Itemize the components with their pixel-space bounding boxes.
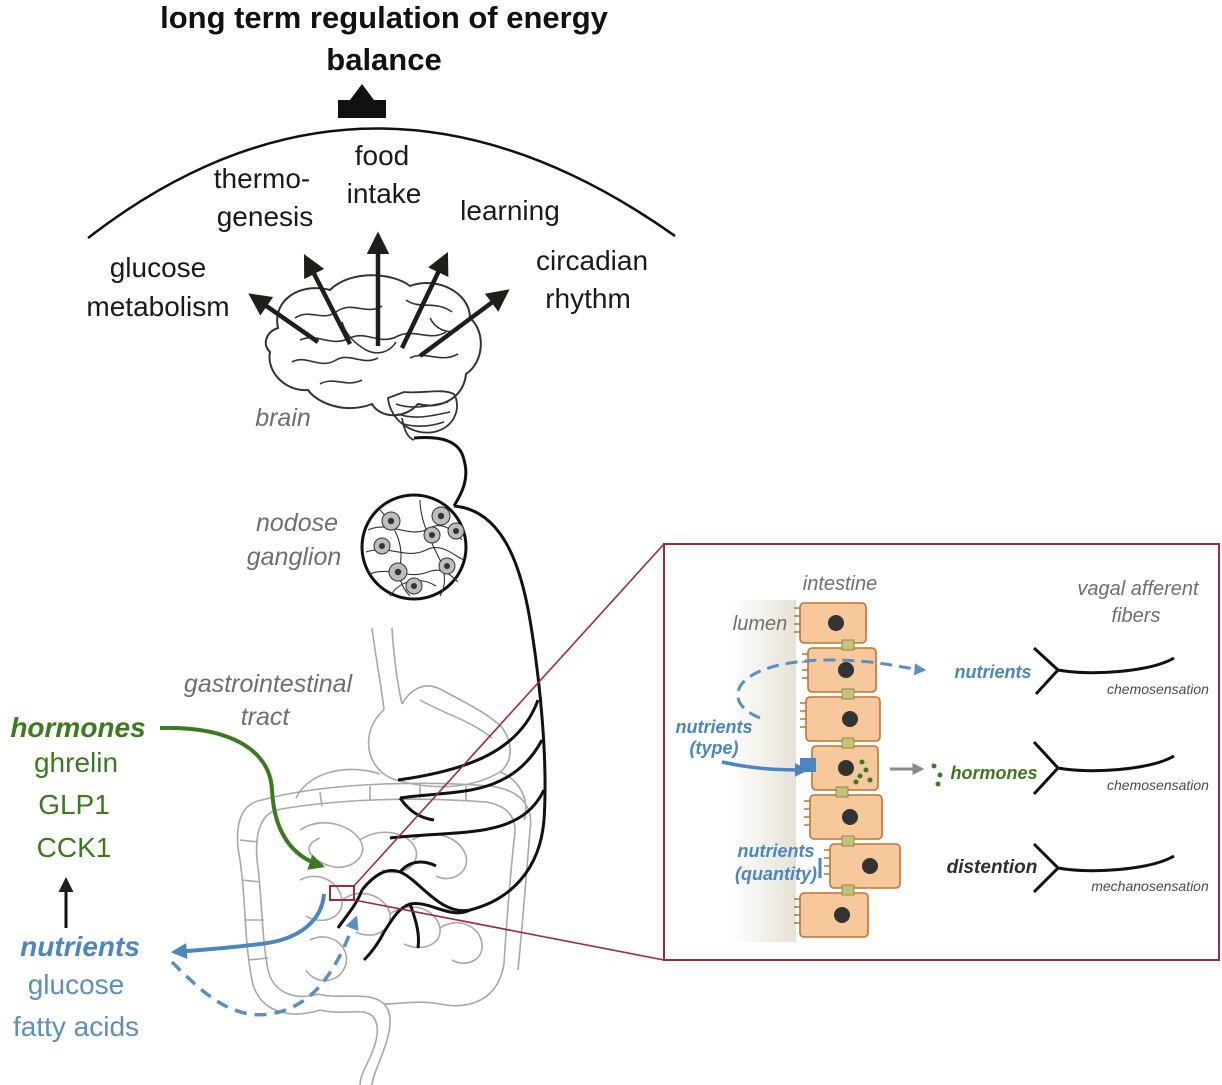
nodose-ganglion-drawing: [360, 493, 468, 601]
nodose-line-2: ganglion: [247, 543, 342, 571]
epithelial-cell: [804, 794, 883, 840]
function-glucose-metabolism: glucose metabolism: [86, 252, 229, 322]
released-hormone-granules: [931, 763, 943, 787]
nutrients-quantity-line-2: (quantity): [735, 864, 817, 884]
inset-nutrient-type-arrow: [721, 760, 809, 777]
inset-chemosensation-1: chemosensation: [1107, 681, 1209, 697]
hormones-heading: hormones: [10, 712, 145, 743]
label-brain: brain: [255, 404, 311, 432]
title-line-1: long term regulation of energy: [160, 0, 609, 35]
up-arrow: [338, 84, 386, 118]
nutrient-glucose: glucose: [28, 969, 125, 1000]
inset-signal-distention: distention: [947, 857, 1038, 878]
gi-tract-drawing: [236, 627, 532, 1085]
hormone-cck1: CCK1: [37, 832, 112, 863]
hormone-ghrelin: ghrelin: [34, 747, 118, 778]
nodose-line-1: nodose: [256, 509, 338, 537]
inset-signal-nutrients: nutrients: [954, 662, 1031, 682]
nutrients-quantity-line-1: nutrients: [737, 841, 814, 861]
circadian-rhythm-line-1: circadian: [536, 245, 648, 276]
hormones-arrow: [159, 725, 326, 870]
vagal-nerve-fibers: [336, 504, 547, 962]
label-gi-tract: gastrointestinal tract: [184, 670, 354, 731]
hormone-glp1: GLP1: [38, 789, 110, 820]
gi-line-1: gastrointestinal: [184, 670, 354, 698]
label-nodose-ganglion: nodose ganglion: [247, 509, 342, 571]
nutrients-dashed-arrow: [170, 915, 359, 1017]
brain-drawing: [264, 274, 482, 441]
epithelial-cell: [800, 696, 881, 742]
inset-label-vagal-line-2: fibers: [1112, 605, 1161, 627]
title-line-2: balance: [326, 42, 441, 77]
nutrients-type-line-2: (type): [690, 738, 739, 758]
function-learning: learning: [460, 195, 560, 226]
inset-signal-hormones: hormones: [950, 763, 1037, 783]
inset-label-lumen: lumen: [733, 613, 787, 635]
glucose-metabolism-line-2: metabolism: [86, 291, 229, 322]
nutrient-fatty-acids: fatty acids: [13, 1011, 139, 1042]
inset-label-nutrients-type: nutrients (type): [675, 717, 752, 758]
function-thermogenesis: thermo- genesis: [214, 163, 313, 232]
function-circadian-rhythm: circadian rhythm: [536, 245, 648, 314]
epithelial-cell-enteroendocrine: [800, 745, 879, 791]
epithelial-cell: [802, 647, 877, 693]
inset-nutrient-dashed-arrow: [736, 658, 927, 720]
thermogenesis-line-2: genesis: [217, 201, 314, 232]
function-food-intake: food intake: [347, 140, 422, 209]
nutrients-type-line-1: nutrients: [675, 717, 752, 737]
inset-label-vagal-line-1: vagal afferent: [1077, 578, 1200, 600]
brain-output-arrows: [248, 231, 510, 358]
epithelial-cell: [794, 892, 869, 938]
food-intake-line-1: food: [355, 140, 410, 171]
dome-arc: [87, 127, 676, 239]
inset-label-nutrients-quantity: nutrients (quantity): [735, 841, 817, 884]
inset-source-box: [329, 885, 355, 901]
gi-line-2: tract: [241, 703, 291, 731]
epithelial-cells: [794, 602, 901, 938]
circadian-rhythm-line-2: rhythm: [545, 283, 631, 314]
epithelial-cell: [824, 843, 901, 889]
nutrients-heading: nutrients: [20, 931, 140, 962]
inset-label-intestine: intestine: [803, 573, 878, 595]
thermogenesis-line-1: thermo-: [214, 163, 310, 194]
food-intake-line-2: intake: [347, 178, 422, 209]
glucose-metabolism-line-1: glucose: [110, 252, 207, 283]
inset-chemosensation-2: chemosensation: [1107, 777, 1209, 793]
vagus-upper-nerve: [413, 436, 468, 507]
tight-junctions: [835, 639, 855, 896]
nutrients-solid-arrow: [170, 893, 326, 959]
inset-mechanosensation: mechanosensation: [1091, 878, 1209, 894]
inset-connector-bottom: [353, 899, 665, 961]
inset-connector-top: [353, 543, 665, 887]
epithelial-cell: [794, 602, 867, 644]
intestine-inset: intestine lumen vagal afferent fibers: [663, 543, 1220, 961]
vagal-afferent-endings: [1032, 646, 1175, 894]
ganglion-cells: [373, 506, 465, 595]
